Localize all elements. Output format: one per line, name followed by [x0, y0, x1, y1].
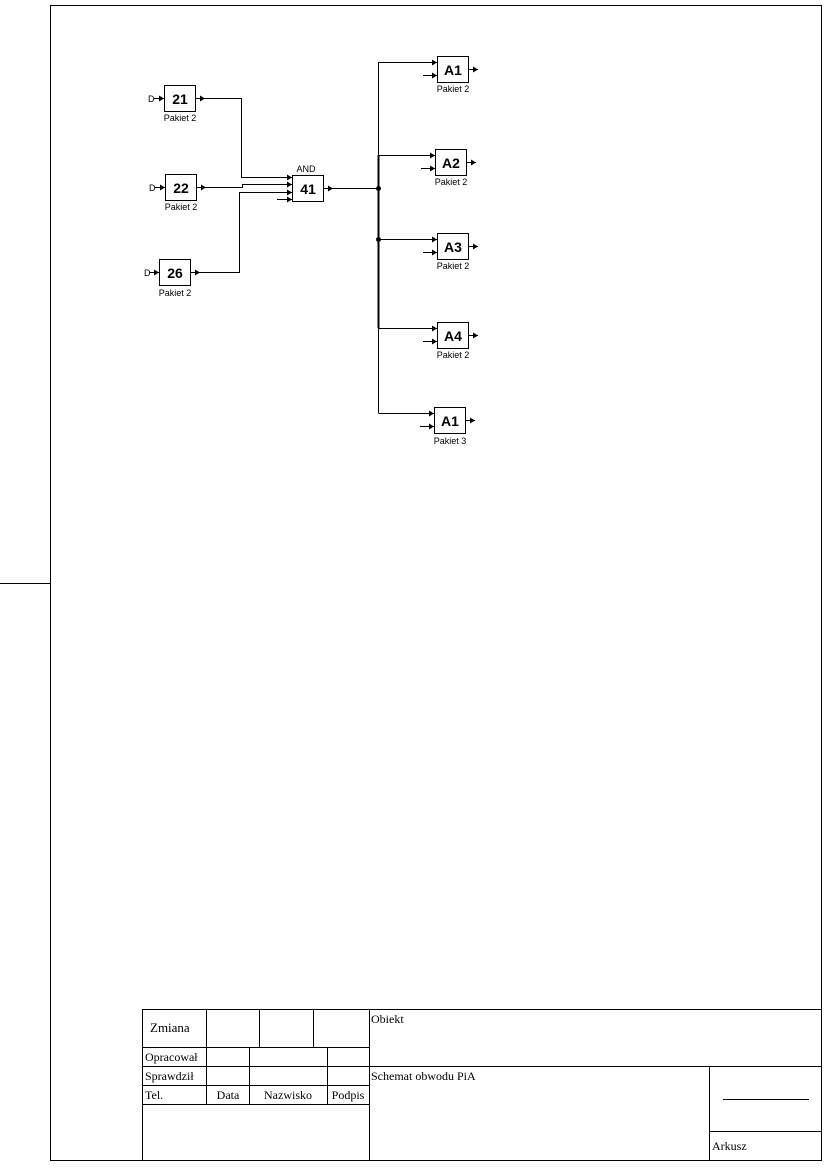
sprawdzil-label: Sprawdził [145, 1069, 194, 1083]
tel-label: Tel. [145, 1088, 163, 1102]
input-marker: D [148, 94, 155, 104]
package-label: Pakiet 2 [159, 288, 192, 298]
data-label: Data [217, 1088, 240, 1102]
podpis-label: Podpis [332, 1088, 365, 1102]
wire-26 [200, 189, 292, 273]
output-block-a2[interactable]: A2 Pakiet 2 [378, 149, 477, 188]
package-label: Pakiet 2 [435, 177, 468, 187]
nazwisko-label: Nazwisko [264, 1088, 312, 1102]
gate-type-label: AND [296, 164, 316, 174]
package-label: Pakiet 2 [437, 84, 470, 94]
wire-21 [205, 98, 292, 181]
package-label: Pakiet 2 [165, 202, 198, 212]
block-id: A2 [442, 155, 460, 171]
block-id: 22 [173, 180, 189, 196]
block-id: A4 [444, 328, 462, 344]
input-marker: D [144, 268, 151, 278]
package-label: Pakiet 2 [437, 261, 470, 271]
input-marker: D [149, 183, 156, 193]
output-block-a1-pakiet3[interactable]: A1 Pakiet 3 [378, 407, 476, 447]
input-block-21[interactable]: D 21 Pakiet 2 [148, 85, 205, 124]
junction-dot [376, 186, 381, 191]
output-block-a4[interactable]: A4 Pakiet 2 [378, 322, 479, 361]
block-id: 41 [300, 181, 316, 197]
output-block-a3[interactable]: A3 Pakiet 2 [378, 233, 479, 272]
zmiana-label: Zmiana [150, 1020, 190, 1035]
drawing-title: Schemat obwodu PiA [371, 1069, 476, 1083]
package-label: Pakiet 2 [164, 113, 197, 123]
block-id: A3 [444, 239, 462, 255]
block-id: 21 [172, 91, 188, 107]
and-gate-41[interactable]: AND 41 [292, 164, 334, 202]
input-block-26[interactable]: D 26 Pakiet 2 [144, 259, 200, 299]
wire-22 [206, 181, 292, 188]
package-label: Pakiet 3 [434, 436, 467, 446]
block-id: A1 [441, 413, 459, 429]
title-block: Zmiana Opracował Sprawdził Tel. Data Naz… [142, 1009, 822, 1161]
block-id: A1 [444, 62, 462, 78]
package-label: Pakiet 2 [437, 350, 470, 360]
input-block-22[interactable]: D 22 Pakiet 2 [149, 174, 206, 213]
opracowal-label: Opracował [145, 1050, 198, 1064]
output-block-a1-pakiet2[interactable]: A1 Pakiet 2 [378, 56, 479, 95]
arkusz-label: Arkusz [712, 1139, 747, 1153]
block-id: 26 [167, 265, 183, 281]
obiekt-label: Obiekt [371, 1012, 404, 1026]
